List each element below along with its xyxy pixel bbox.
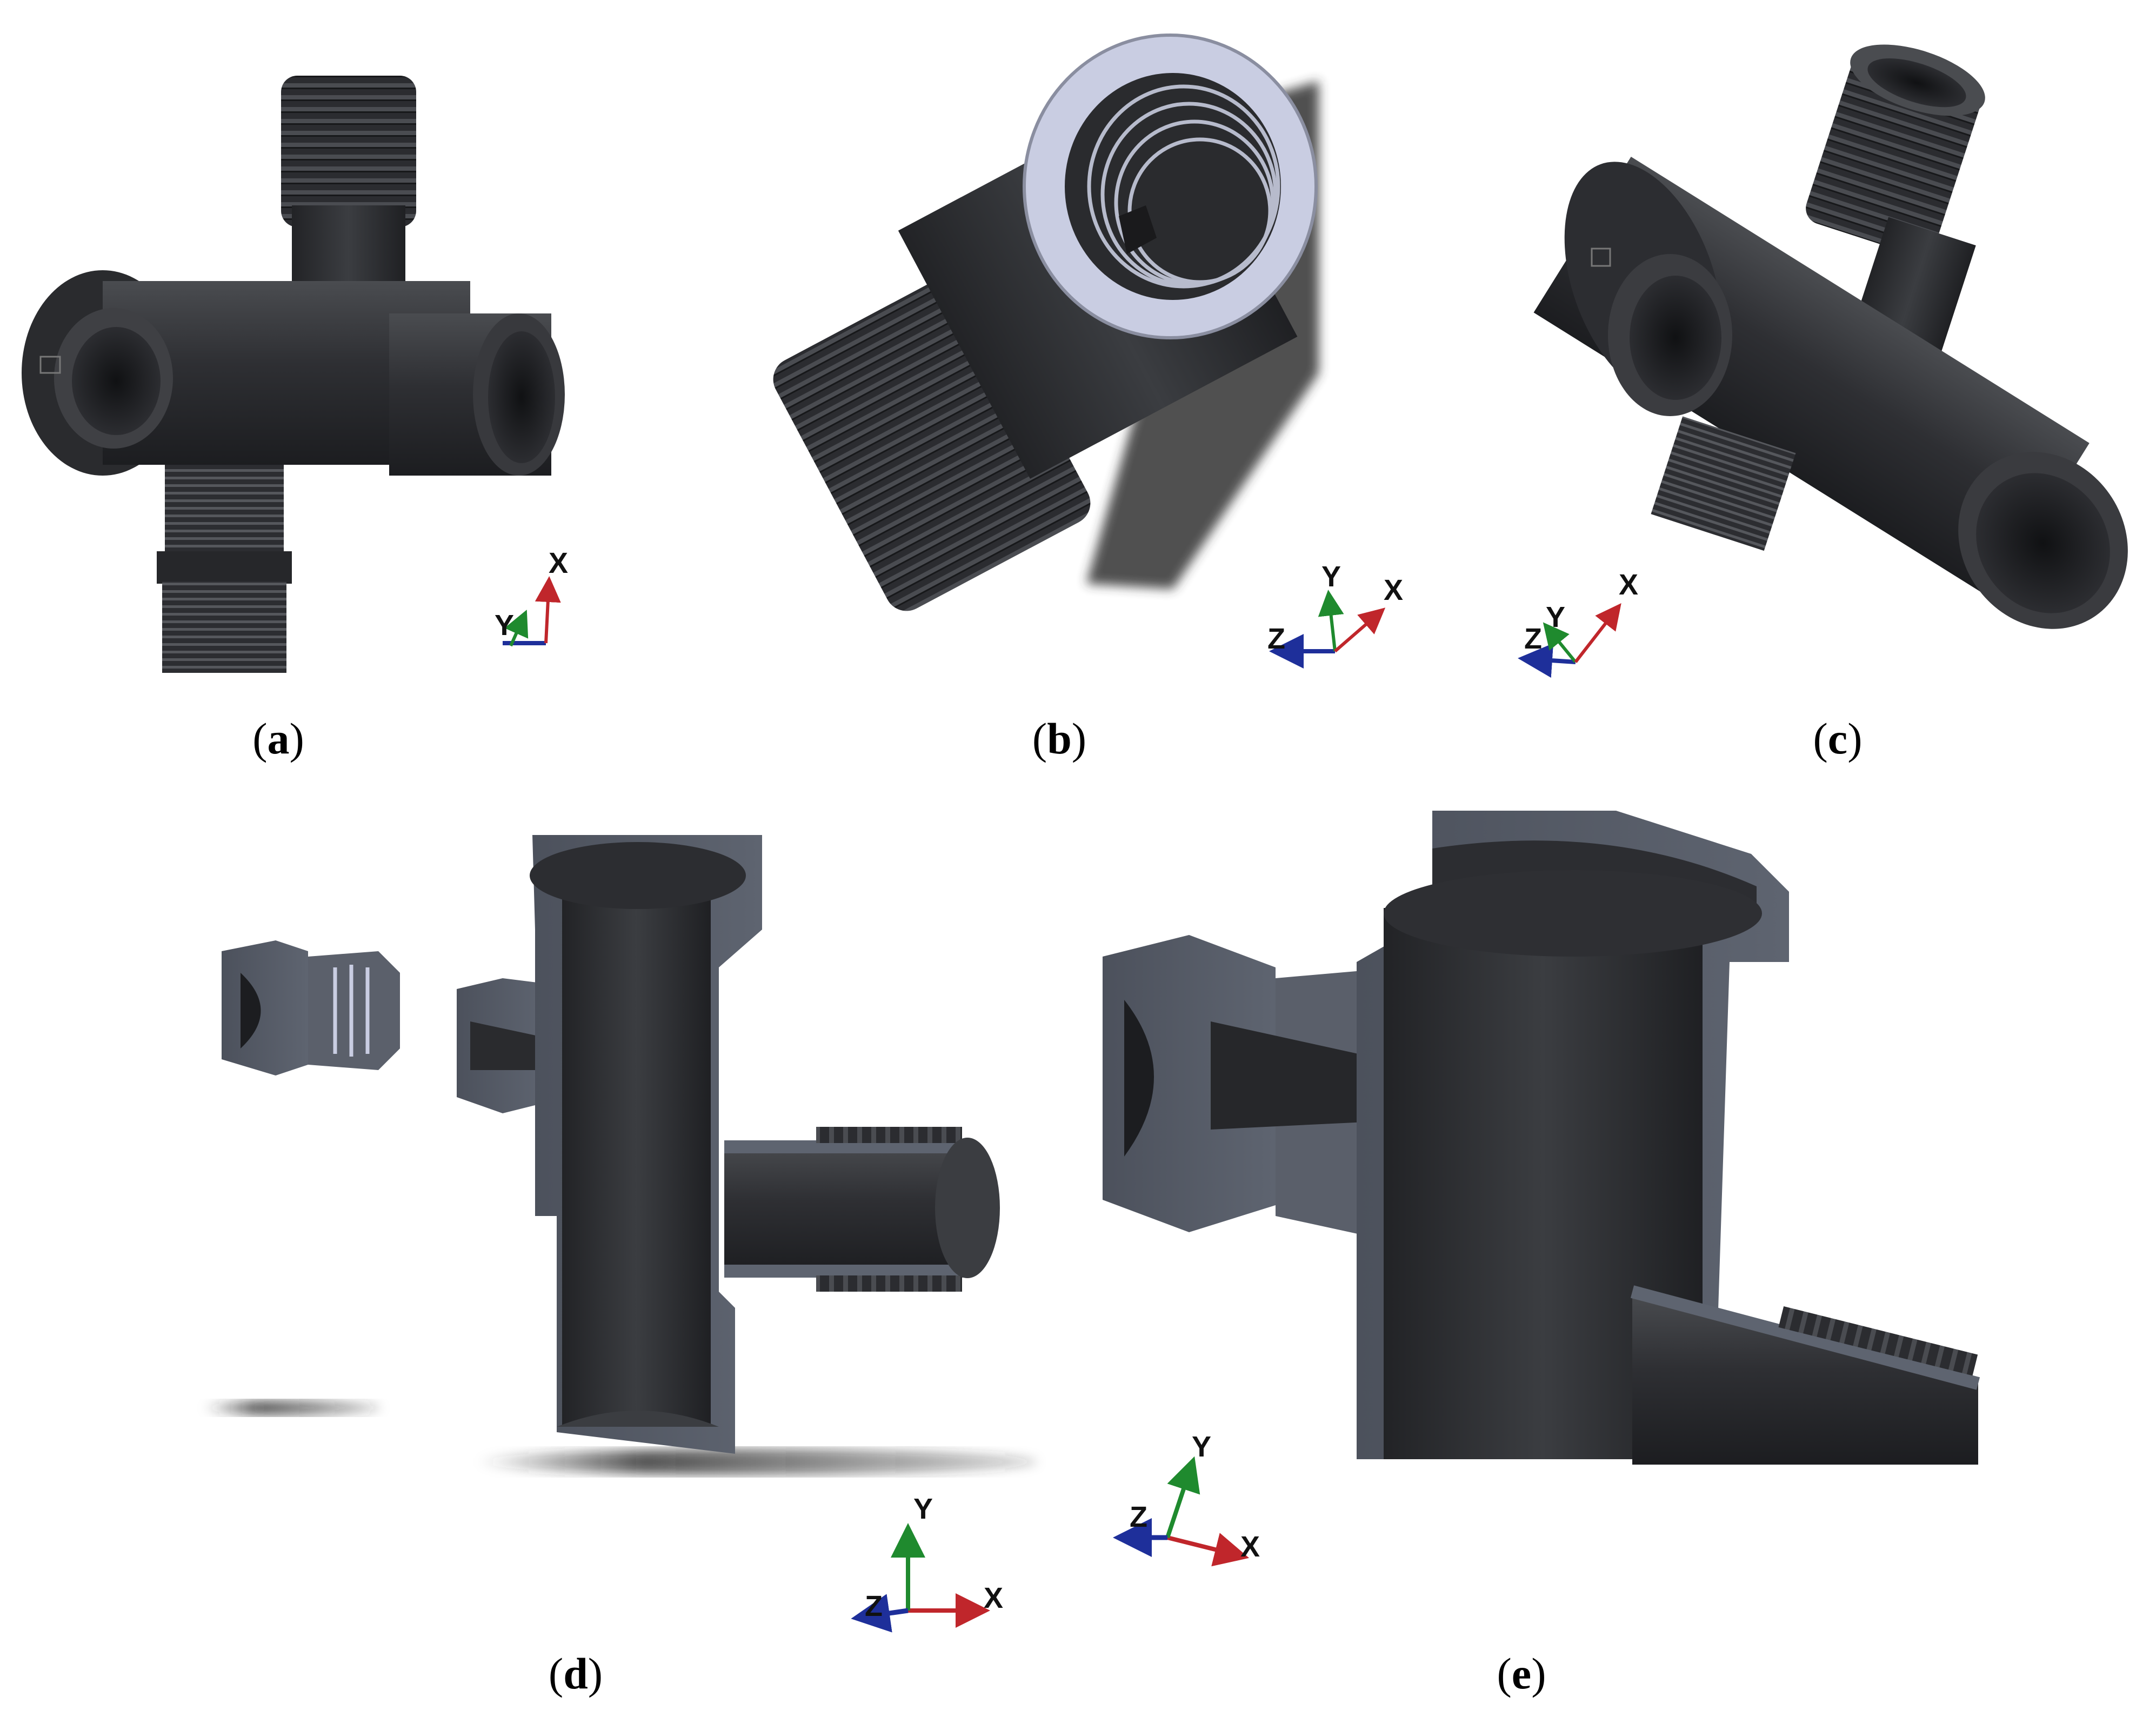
axis-label-y: Y — [913, 1493, 933, 1525]
axis-label-z: Z — [1130, 1501, 1147, 1533]
axis-label-z: Z — [865, 1590, 883, 1622]
axis-label-z: Z — [1524, 623, 1542, 655]
caption-b: (b) — [1032, 714, 1087, 763]
panel-a-model — [22, 76, 565, 673]
panel-d-axis-triad: X Y Z — [851, 1493, 1003, 1633]
panel-c-axis-triad: X Y Z — [1518, 569, 1638, 678]
axis-label-y: Y — [1546, 601, 1565, 633]
caption-a: (a) — [252, 714, 304, 763]
panel-b-model — [773, 34, 1319, 611]
axis-label-x: X — [1619, 569, 1638, 601]
axis-label-y: Y — [495, 609, 514, 642]
caption-e: (e) — [1497, 1649, 1546, 1698]
caption-c: (c) — [1813, 714, 1863, 763]
axis-label-z: Z — [1267, 623, 1285, 655]
panel-c: X Y Z — [1518, 44, 2128, 678]
axis-label-x: X — [1384, 574, 1403, 606]
panel-b-axis-triad: X Y Z — [1267, 560, 1403, 669]
panel-a-axis-triad: X Y — [495, 547, 568, 647]
axis-label-y: Y — [1192, 1431, 1211, 1463]
axis-label-y: Y — [1321, 560, 1341, 593]
panel-d: X Y Z — [203, 835, 1038, 1633]
panel-e-model — [1103, 811, 1980, 1465]
panel-b: X Y Z — [773, 34, 1403, 669]
panel-a: X Y — [22, 76, 568, 673]
axis-label-x: X — [1240, 1531, 1260, 1563]
caption-d: (d) — [548, 1649, 603, 1698]
panel-c-model — [1533, 44, 2128, 629]
axis-label-x: X — [549, 547, 568, 579]
panel-e-axis-triad: X Y Z — [1113, 1431, 1260, 1567]
axis-label-x: X — [984, 1582, 1003, 1614]
panel-d-model — [203, 835, 1038, 1475]
panel-e: X Y Z — [1103, 811, 1980, 1567]
